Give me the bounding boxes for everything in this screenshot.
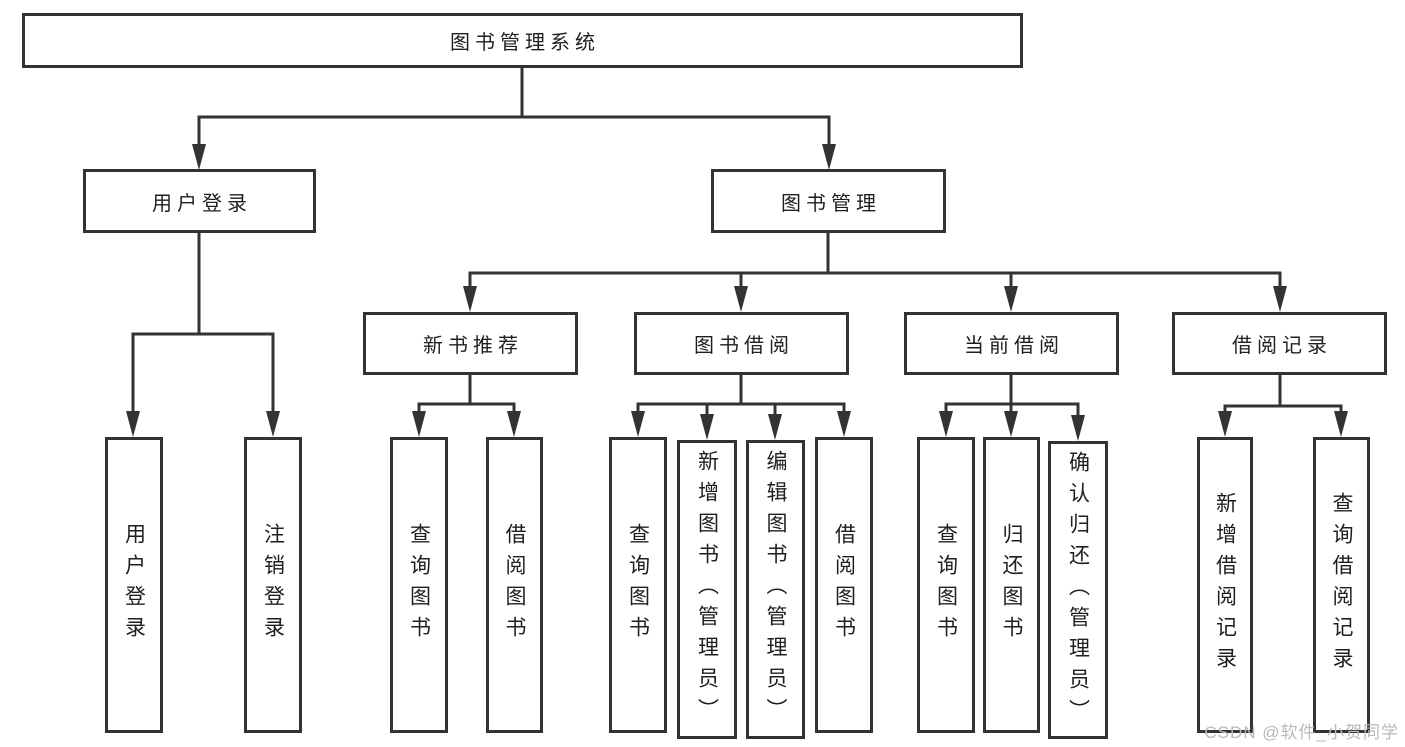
node-new-book-recommend: 新书推荐 [363,312,578,375]
leaf-edit-books-admin: 编辑图书（管理员） [746,440,805,739]
leaf-confirm-return-admin: 确认归还（管理员） [1048,441,1108,739]
node-book-management: 图书管理 [711,169,946,233]
leaf-query-books-recommend: 查询图书 [390,437,448,733]
node-new-book-recommend-label: 新书推荐 [423,335,523,357]
node-book-management-label: 图书管理 [781,192,881,215]
leaf-add-borrow-record: 新增借阅记录 [1197,437,1253,733]
leaf-return-books-label: 归还图书 [1000,523,1023,647]
node-user-login-label: 用户登录 [152,192,252,215]
node-current-borrowing-label: 当前借阅 [964,335,1064,357]
leaf-edit-books-admin-label: 编辑图书（管理员） [764,450,787,729]
leaf-query-borrow-record: 查询借阅记录 [1313,437,1370,733]
arrowheads [126,144,1348,441]
leaf-borrow-books: 借阅图书 [815,437,873,733]
leaf-query-books-recommend-label: 查询图书 [407,523,431,647]
leaf-add-books-admin-label: 新增图书（管理员） [695,450,719,729]
leaf-confirm-return-admin-label: 确认归还（管理员） [1066,450,1090,730]
leaf-add-books-admin: 新增图书（管理员） [677,440,737,739]
leaf-borrow-books-recommend-label: 借阅图书 [503,523,526,647]
node-borrowing-records-label: 借阅记录 [1232,335,1332,357]
leaf-query-books-current-label: 查询图书 [934,523,958,647]
node-root: 图书管理系统 [22,13,1023,68]
leaf-logout: 注销登录 [244,437,302,733]
leaf-query-books-borrowing: 查询图书 [609,437,667,733]
node-current-borrowing: 当前借阅 [904,312,1119,375]
node-book-borrowing-label: 图书借阅 [694,335,794,357]
leaf-borrow-books-recommend: 借阅图书 [486,437,543,733]
leaf-query-books-borrowing-label: 查询图书 [626,523,650,647]
node-user-login: 用户登录 [83,169,316,233]
node-root-label: 图书管理系统 [450,32,600,54]
leaf-borrow-books-label: 借阅图书 [832,523,856,647]
leaf-query-borrow-record-label: 查询借阅记录 [1330,492,1353,678]
leaf-return-books: 归还图书 [983,437,1040,733]
leaf-logout-label: 注销登录 [261,523,285,647]
node-borrowing-records: 借阅记录 [1172,312,1387,375]
leaf-add-borrow-record-label: 新增借阅记录 [1213,492,1237,678]
watermark-text: CSDN @软件_小贺同学 [1204,723,1399,742]
node-book-borrowing: 图书借阅 [634,312,849,375]
leaf-query-books-current: 查询图书 [917,437,975,733]
leaf-user-login: 用户登录 [105,437,163,733]
leaf-user-login-label: 用户登录 [122,523,146,647]
